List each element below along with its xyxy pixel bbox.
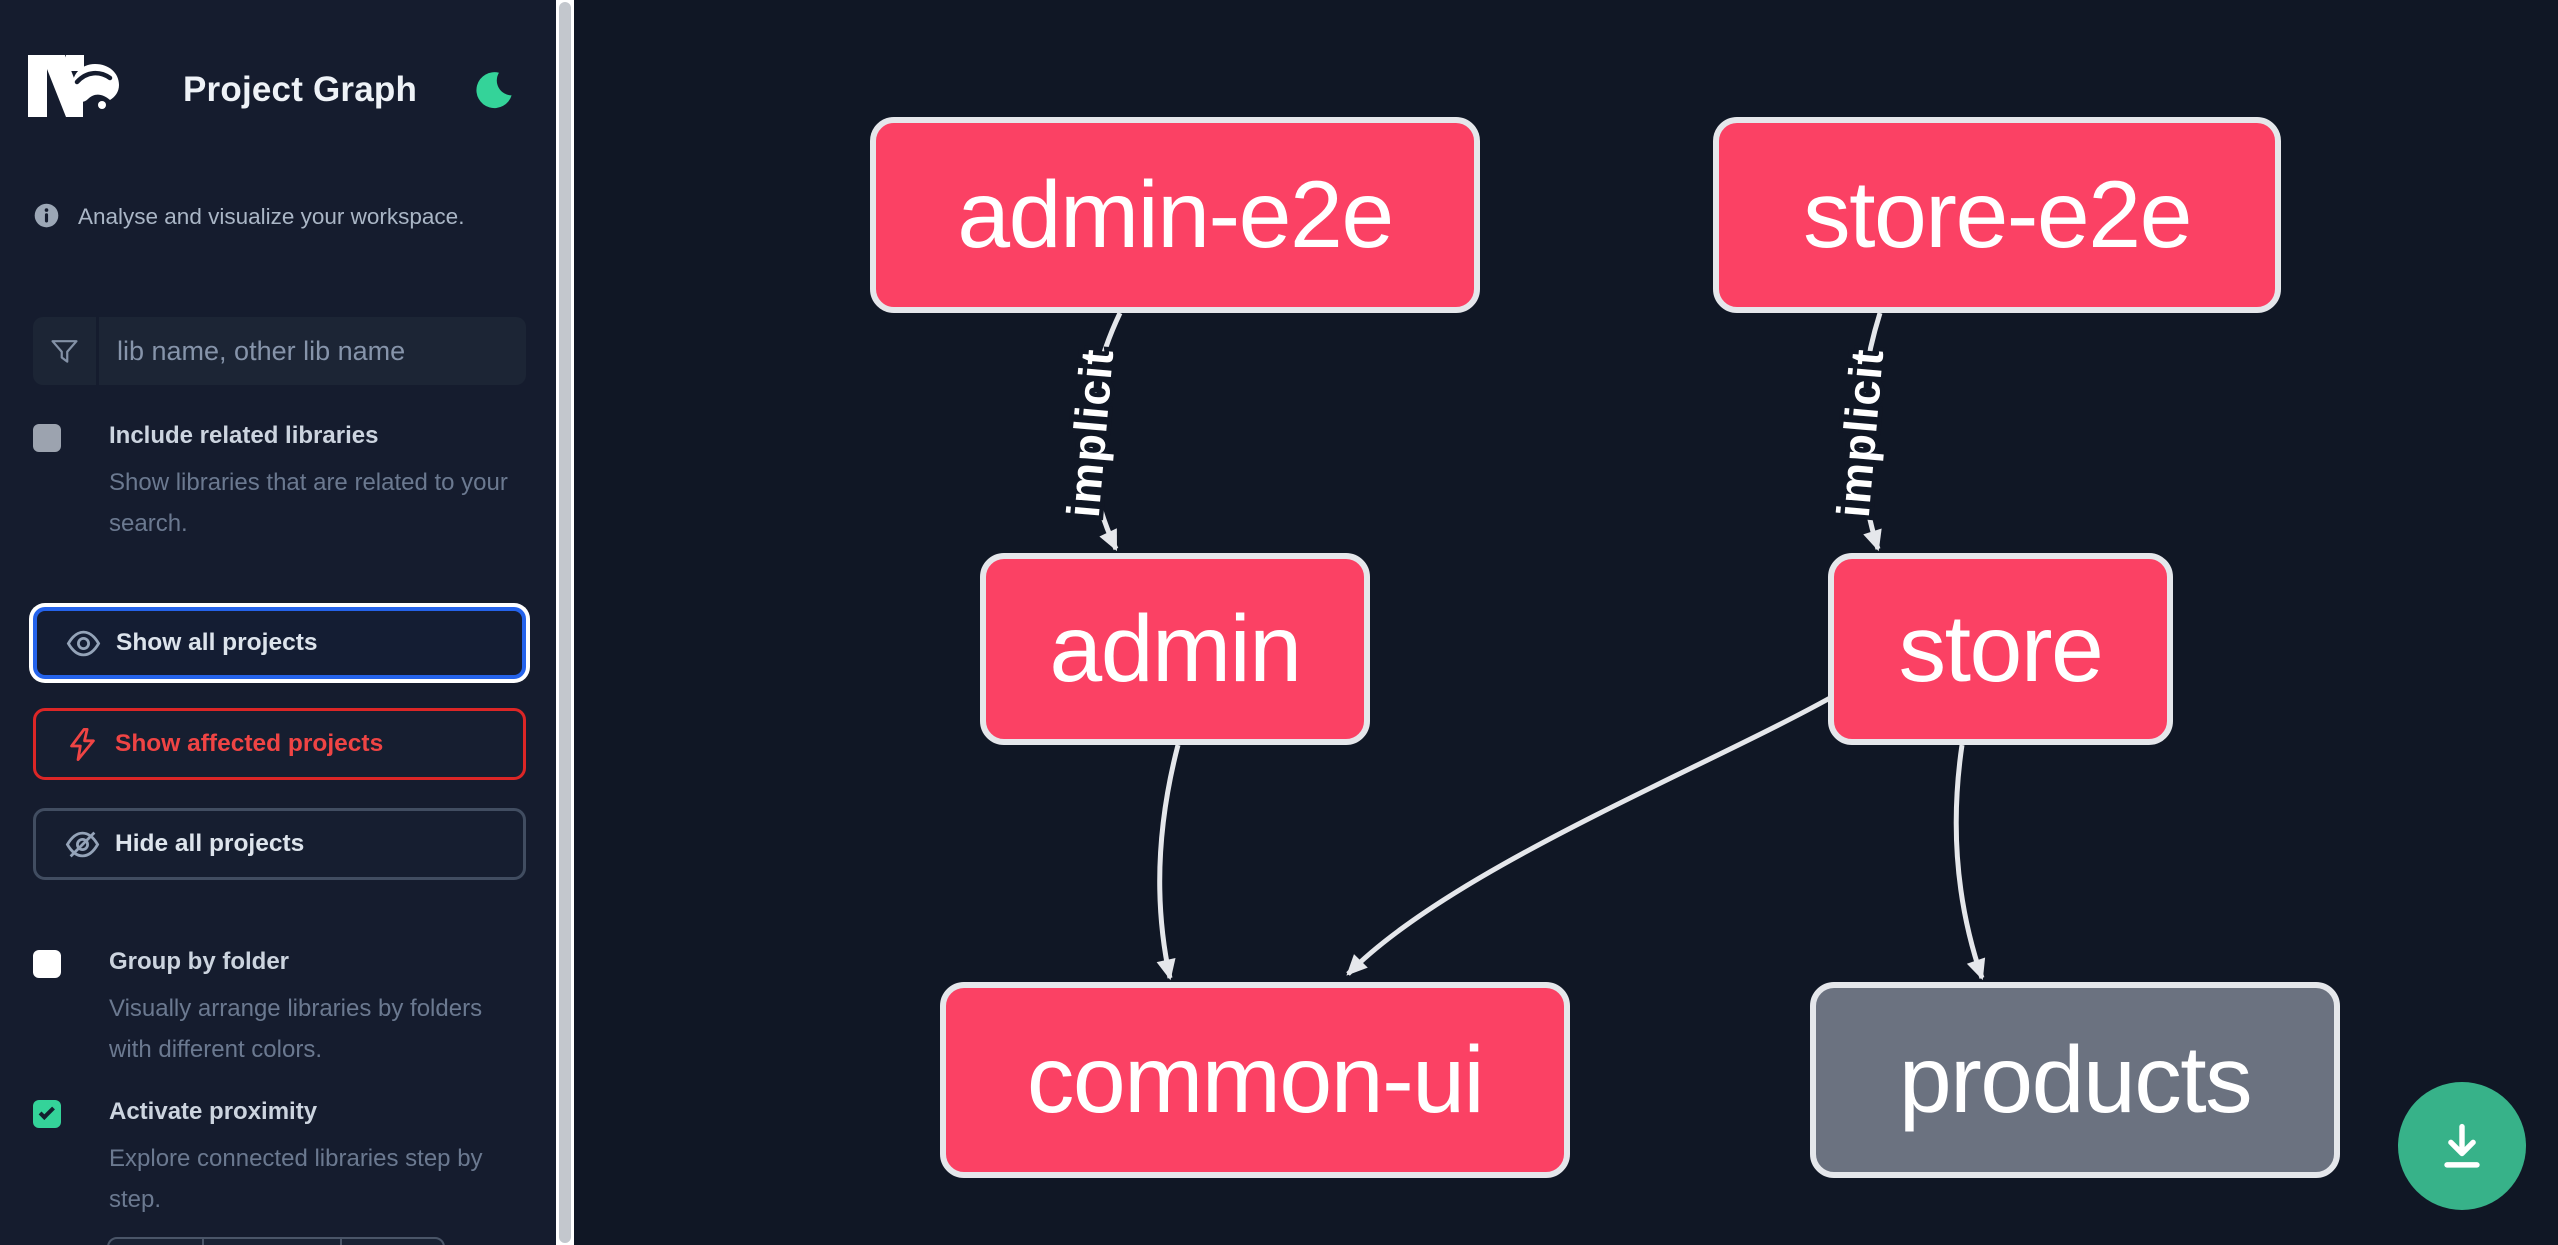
edge-admin-e2e-admin <box>1087 311 1123 552</box>
nx-logo-icon <box>28 55 119 117</box>
edge-store-e2e-store <box>1858 312 1883 552</box>
edge-admin-common-ui <box>1156 744 1181 981</box>
show-all-projects-button[interactable]: Show all projects <box>33 607 526 679</box>
edge-label-implicit: implicit <box>1827 347 1894 520</box>
show-all-projects-label: Show all projects <box>116 629 318 656</box>
graph-node-store[interactable]: store <box>1828 553 2173 745</box>
show-affected-projects-label: Show affected projects <box>115 730 384 757</box>
graph-node-store-e2e[interactable]: store-e2e <box>1713 117 2281 313</box>
download-graph-button[interactable] <box>2398 1082 2526 1210</box>
sidebar-scrollbar-track[interactable] <box>556 0 574 1245</box>
eye-off-icon <box>65 831 100 857</box>
page-title: Project Graph <box>183 70 418 109</box>
edge-label-implicit: implicit <box>1057 347 1124 520</box>
activate-proximity-label: Activate proximity <box>109 1098 318 1125</box>
hide-all-projects-button[interactable]: Hide all projects <box>33 808 526 880</box>
lightning-bolt-icon <box>70 727 95 761</box>
include-related-checkbox[interactable] <box>33 424 61 452</box>
stepper-value-segment <box>204 1239 342 1245</box>
graph-node-admin-e2e[interactable]: admin-e2e <box>870 117 1480 313</box>
moon-icon <box>476 72 512 109</box>
include-related-description: Show libraries that are related to your … <box>109 469 508 537</box>
group-by-folder-checkbox[interactable] <box>33 950 61 978</box>
info-icon <box>34 203 59 228</box>
graph-node-common-ui[interactable]: common-ui <box>940 982 1570 1178</box>
show-affected-projects-button[interactable]: Show affected projects <box>33 708 526 780</box>
edge-store-products <box>1953 744 1986 981</box>
theme-toggle-button[interactable] <box>472 68 516 112</box>
checkmark-icon <box>38 1103 55 1121</box>
filter-funnel-icon <box>33 317 99 385</box>
edge-store-common-ui <box>1346 695 1832 976</box>
project-filter-field <box>33 317 526 385</box>
activate-proximity-checkbox[interactable] <box>33 1100 61 1128</box>
sidebar-scrollbar-thumb[interactable] <box>559 2 571 1243</box>
group-by-folder-description: Visually arrange libraries by folders wi… <box>109 995 483 1063</box>
activate-proximity-description: Explore connected libraries step by step… <box>109 1145 483 1213</box>
stepper-increment-segment[interactable] <box>342 1239 443 1245</box>
hide-all-projects-label: Hide all projects <box>115 830 305 857</box>
search-input[interactable] <box>99 317 526 385</box>
sidebar: Project Graph Analyse and visualize your… <box>0 0 556 1245</box>
group-by-folder-label: Group by folder <box>109 948 289 975</box>
download-icon <box>2444 1123 2480 1168</box>
stepper-decrement-segment[interactable] <box>109 1239 204 1245</box>
workspace-tagline: Analyse and visualize your workspace. <box>78 204 465 229</box>
graph-node-products[interactable]: products <box>1810 982 2340 1178</box>
eye-icon <box>66 630 101 656</box>
include-related-label: Include related libraries <box>109 422 379 449</box>
graph-node-admin[interactable]: admin <box>980 553 1370 745</box>
proximity-degree-stepper[interactable] <box>107 1237 445 1245</box>
